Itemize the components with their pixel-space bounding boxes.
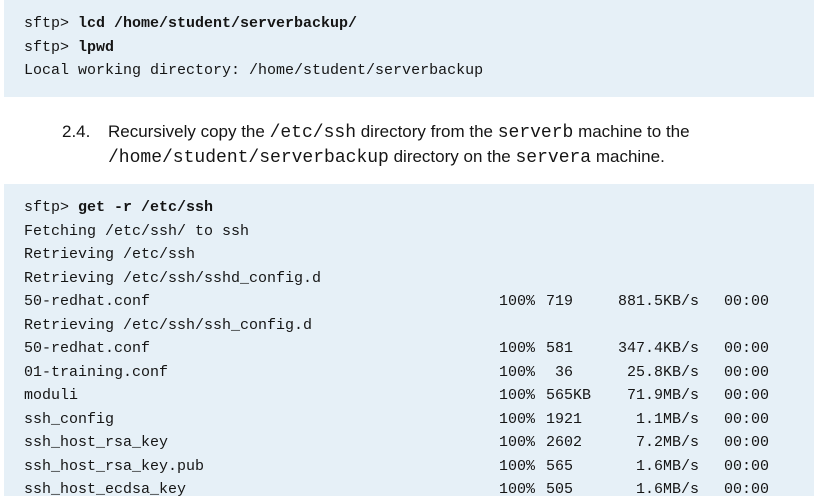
size: 36 [546,363,574,381]
transfer-row: ssh_config 100% 1921 1.1MB/s 00:00 [24,408,814,432]
rate: 71.9MB/s [626,387,699,404]
elapsed: 00:00 [724,340,770,357]
path-code: /etc/ssh [269,123,356,143]
percent: 100% [499,293,536,310]
percent: 100% [499,410,536,428]
step-text: Recursively copy the /etc/ssh directory … [108,122,690,168]
percent: 100% [499,363,536,381]
elapsed: 00:00 [724,363,770,381]
prompt: sftp> [24,38,79,56]
file-name: 01-training.conf [24,363,169,381]
size: 565KB [546,387,592,404]
step-2-4: 2.4. Recursively copy the /etc/ssh direc… [62,120,802,170]
elapsed: 00:00 [724,387,770,404]
host-code: servera [515,148,592,168]
size: 565 [546,457,574,475]
file-name: 50-redhat.conf [24,340,151,357]
host-code: serverb [497,123,574,143]
path-code: /home/student/serverbackup [108,148,389,168]
rate: 25.8KB/s [626,363,699,381]
percent: 100% [499,434,536,451]
transfer-row: ssh_host_rsa_key.pub 100% 565 1.6MB/s 00… [24,455,814,479]
file-name: ssh_host_rsa_key.pub [24,457,205,475]
transfer-row: 50-redhat.conf 100% 581 347.4KB/s 00:00 [24,337,814,361]
size: 505 [546,481,574,496]
rate: 347.4KB/s [617,340,699,357]
transfer-row: ssh_host_rsa_key 100% 2602 7.2MB/s 00:00 [24,431,814,455]
command-line: sftp> get -r /etc/ssh [24,196,814,220]
output-line: Retrieving /etc/ssh [24,246,196,263]
rate: 1.1MB/s [635,410,699,428]
rate: 1.6MB/s [635,457,699,475]
prompt: sftp> [24,199,79,216]
file-name: ssh_config [24,410,115,428]
size: 1921 [546,410,583,428]
command-line: sftp> lpwd [24,36,814,60]
command-line: sftp> lcd /home/student/serverbackup/ [24,12,814,36]
terminal-block-get: sftp> get -r /etc/ssh Fetching /etc/ssh/… [4,184,814,496]
transfer-row: moduli 100% 565KB 71.9MB/s 00:00 [24,384,814,408]
size: 719 [546,293,574,310]
percent: 100% [499,387,536,404]
percent: 100% [499,481,536,496]
file-name: ssh_host_ecdsa_key [24,481,187,496]
transfer-row: ssh_host_ecdsa_key 100% 505 1.6MB/s 00:0… [24,478,814,496]
rate: 1.6MB/s [635,481,699,496]
size: 2602 [546,434,583,451]
terminal-block-lcd: sftp> lcd /home/student/serverbackup/ sf… [4,0,814,97]
percent: 100% [499,340,536,357]
output-line: Fetching /etc/ssh/ to ssh [24,222,250,240]
percent: 100% [499,457,536,475]
file-name: 50-redhat.conf [24,293,151,310]
elapsed: 00:00 [724,457,770,475]
elapsed: 00:00 [724,293,770,310]
rate: 7.2MB/s [635,434,699,451]
output-line: Retrieving /etc/ssh/ssh_config.d [24,316,313,334]
step-number: 2.4. [62,122,91,141]
transfer-row: 50-redhat.conf 100% 719 881.5KB/s 00:00 [24,290,814,314]
file-name: ssh_host_rsa_key [24,434,169,451]
output-line: Retrieving /etc/ssh/sshd_config.d [24,269,322,287]
transfer-row: 01-training.conf 100% 36 25.8KB/s 00:00 [24,361,814,385]
file-name: moduli [24,387,79,404]
prompt: sftp> [24,15,79,32]
output-line: Local working directory: /home/student/s… [24,62,484,79]
command-text: get -r /etc/ssh [78,199,214,216]
elapsed: 00:00 [724,481,770,496]
rate: 881.5KB/s [617,293,699,310]
elapsed: 00:00 [724,410,770,428]
elapsed: 00:00 [724,434,770,451]
command-text: lcd /home/student/serverbackup/ [78,15,358,32]
size: 581 [546,340,574,357]
command-text: lpwd [78,38,115,56]
